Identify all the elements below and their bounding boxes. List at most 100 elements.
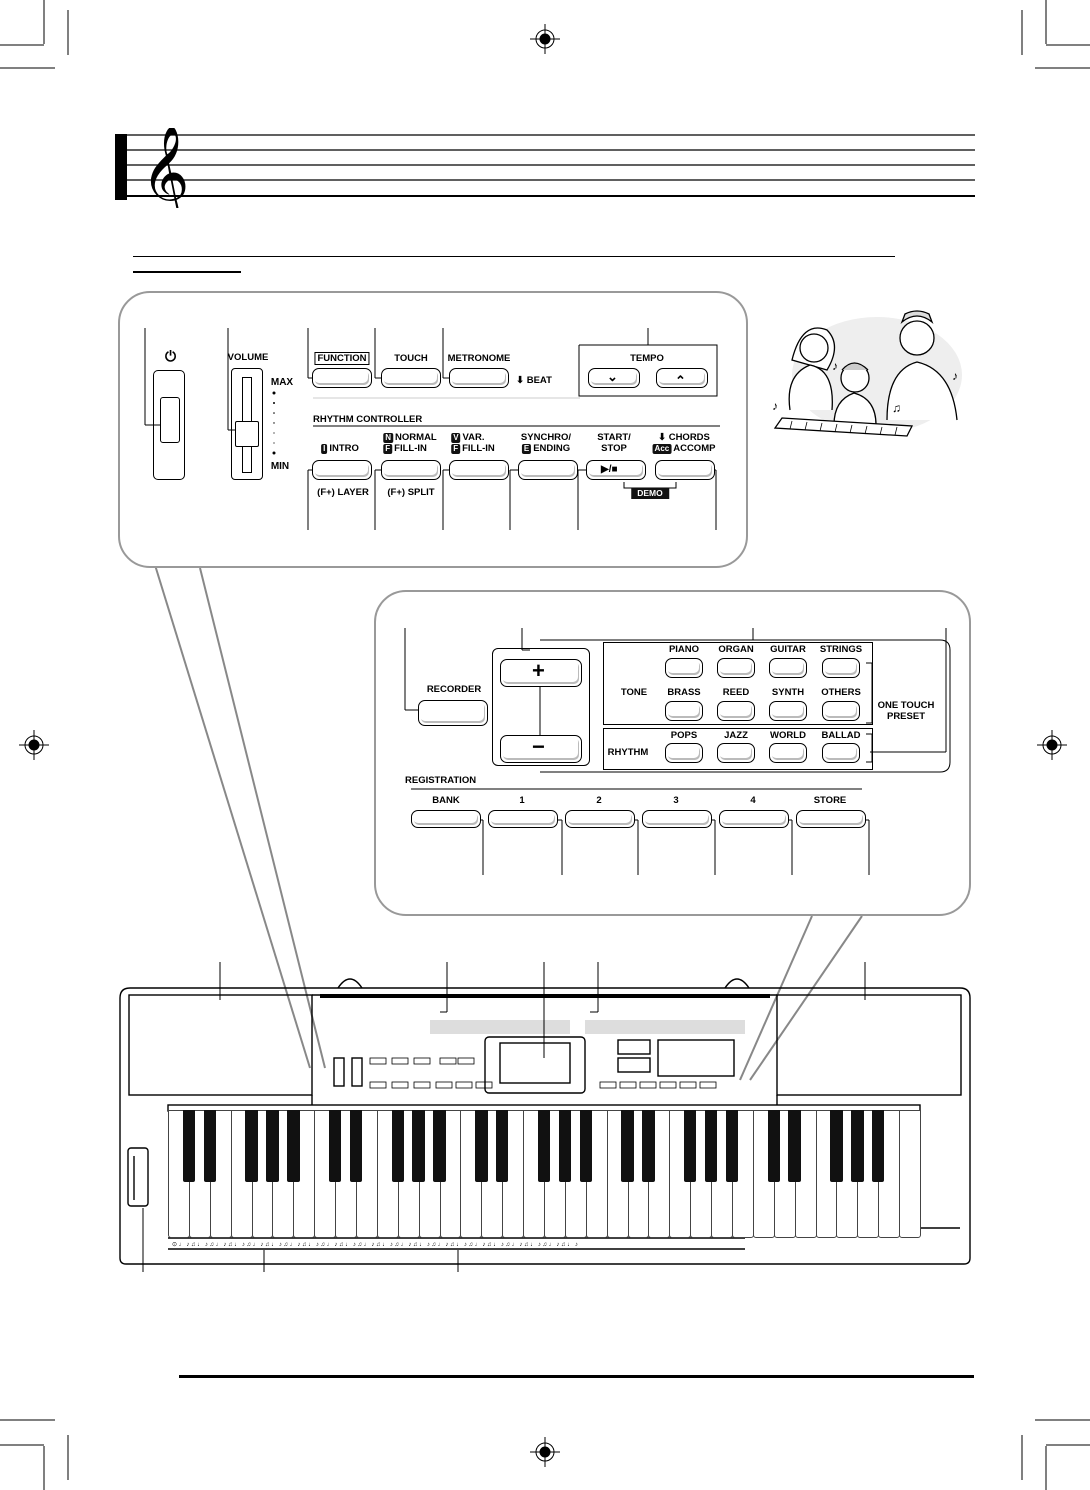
metronome-button[interactable] xyxy=(449,368,509,388)
reg-2-button[interactable] xyxy=(565,810,635,828)
black-key[interactable] xyxy=(704,1110,718,1182)
reg-3-label: 3 xyxy=(673,795,679,806)
black-key[interactable] xyxy=(621,1110,634,1182)
volume-min-label: MIN xyxy=(270,461,290,472)
black-key[interactable] xyxy=(266,1110,279,1182)
black-key[interactable] xyxy=(871,1110,885,1182)
rhythm-controller-label: RHYTHM CONTROLLER xyxy=(313,414,423,425)
reg-store-label: STORE xyxy=(813,795,847,806)
tone-others-button[interactable] xyxy=(822,701,860,721)
black-key[interactable] xyxy=(788,1110,801,1182)
black-key[interactable] xyxy=(328,1110,342,1182)
title-underline xyxy=(133,271,241,273)
black-key[interactable] xyxy=(245,1110,258,1182)
tone-synth-button[interactable] xyxy=(769,701,807,721)
layer-label: (F+) LAYER xyxy=(317,487,369,498)
black-key[interactable] xyxy=(391,1110,405,1182)
black-key[interactable] xyxy=(412,1110,425,1182)
tempo-down-button[interactable]: ⌄ xyxy=(588,368,640,388)
tempo-up-button[interactable]: ⌃ xyxy=(656,368,708,388)
reg-4-button[interactable] xyxy=(719,810,789,828)
tone-brass-label: BRASS xyxy=(667,687,701,698)
tone-organ-button[interactable] xyxy=(717,658,755,678)
black-key[interactable] xyxy=(725,1110,739,1182)
var-fillin-button[interactable] xyxy=(449,460,509,480)
reg-3-button[interactable] xyxy=(642,810,712,828)
black-key[interactable] xyxy=(558,1110,572,1182)
svg-text:♫: ♫ xyxy=(892,401,901,415)
title-rule xyxy=(133,256,895,257)
rhythm-world-button[interactable] xyxy=(769,743,807,763)
tone-brass-button[interactable] xyxy=(665,701,703,721)
power-icon: ⏻ xyxy=(165,348,177,364)
tone-guitar-button[interactable] xyxy=(769,658,807,678)
black-key[interactable] xyxy=(287,1110,300,1182)
tempo-label: TEMPO xyxy=(630,353,664,364)
black-key[interactable] xyxy=(495,1110,509,1182)
touch-button[interactable] xyxy=(381,368,441,388)
tone-reed-button[interactable] xyxy=(717,701,755,721)
tone-others-label: OTHERS xyxy=(821,687,861,698)
rhythm-pops-label: POPS xyxy=(670,730,698,741)
volume-slider[interactable] xyxy=(231,368,263,480)
intro-button[interactable] xyxy=(312,460,372,480)
black-key[interactable] xyxy=(579,1110,593,1182)
reg-store-button[interactable] xyxy=(796,810,866,828)
tone-piano-label: PIANO xyxy=(668,644,700,655)
metronome-label: METRONOME xyxy=(447,353,511,364)
registration-target-icon xyxy=(19,24,1067,1467)
black-key[interactable] xyxy=(537,1110,551,1182)
start-stop-button[interactable]: ▶/■ xyxy=(586,460,646,480)
family-illustration: ♪♪♪♫ xyxy=(772,310,962,437)
rhythm-jazz-label: JAZZ xyxy=(724,730,748,741)
black-key[interactable] xyxy=(475,1110,488,1182)
synchro-ending-button[interactable] xyxy=(518,460,578,480)
black-key[interactable] xyxy=(182,1110,196,1182)
tone-strings-button[interactable] xyxy=(822,658,860,678)
rhythm-world-label: WORLD xyxy=(770,730,806,741)
black-key[interactable] xyxy=(433,1110,446,1182)
volume-dots xyxy=(272,391,276,455)
rhythm-ballad-button[interactable] xyxy=(822,743,860,763)
black-key[interactable] xyxy=(349,1110,363,1182)
black-key[interactable] xyxy=(642,1110,655,1182)
white-key[interactable] xyxy=(899,1110,921,1238)
black-key[interactable] xyxy=(767,1110,781,1182)
tone-strings-label: STRINGS xyxy=(819,644,863,655)
black-key[interactable] xyxy=(203,1110,217,1182)
reg-bank-button[interactable] xyxy=(411,810,481,828)
plus-button[interactable]: + xyxy=(500,658,582,687)
rhythm-jazz-button[interactable] xyxy=(717,743,755,763)
rhythm-ballad-label: BALLAD xyxy=(821,730,861,741)
reg-1-button[interactable] xyxy=(488,810,558,828)
svg-text:♪: ♪ xyxy=(772,399,778,413)
treble-clef-icon: 𝄞 xyxy=(141,128,189,208)
function-button[interactable] xyxy=(312,368,372,388)
accomp-button[interactable] xyxy=(655,460,715,480)
recorder-label: RECORDER xyxy=(426,684,482,695)
split-label: (F+) SPLIT xyxy=(387,487,435,498)
normal-fillin-button[interactable] xyxy=(381,460,441,480)
volume-label: VOLUME xyxy=(227,352,269,363)
chords-icon: ⬇ xyxy=(658,432,667,443)
rhythm-frame xyxy=(603,728,873,770)
reg-bank-label: BANK xyxy=(432,795,460,806)
rhythm-pops-button[interactable] xyxy=(665,743,703,763)
tone-piano-button[interactable] xyxy=(665,658,703,678)
black-key[interactable] xyxy=(830,1110,843,1182)
black-key[interactable] xyxy=(683,1110,697,1182)
black-key[interactable] xyxy=(851,1110,864,1182)
power-button[interactable] xyxy=(153,370,185,480)
zoom-panel-left xyxy=(118,291,748,568)
demo-label: DEMO xyxy=(631,488,669,499)
volume-knob xyxy=(235,421,259,447)
minus-button[interactable]: − xyxy=(500,734,582,763)
recorder-button[interactable] xyxy=(418,700,488,726)
